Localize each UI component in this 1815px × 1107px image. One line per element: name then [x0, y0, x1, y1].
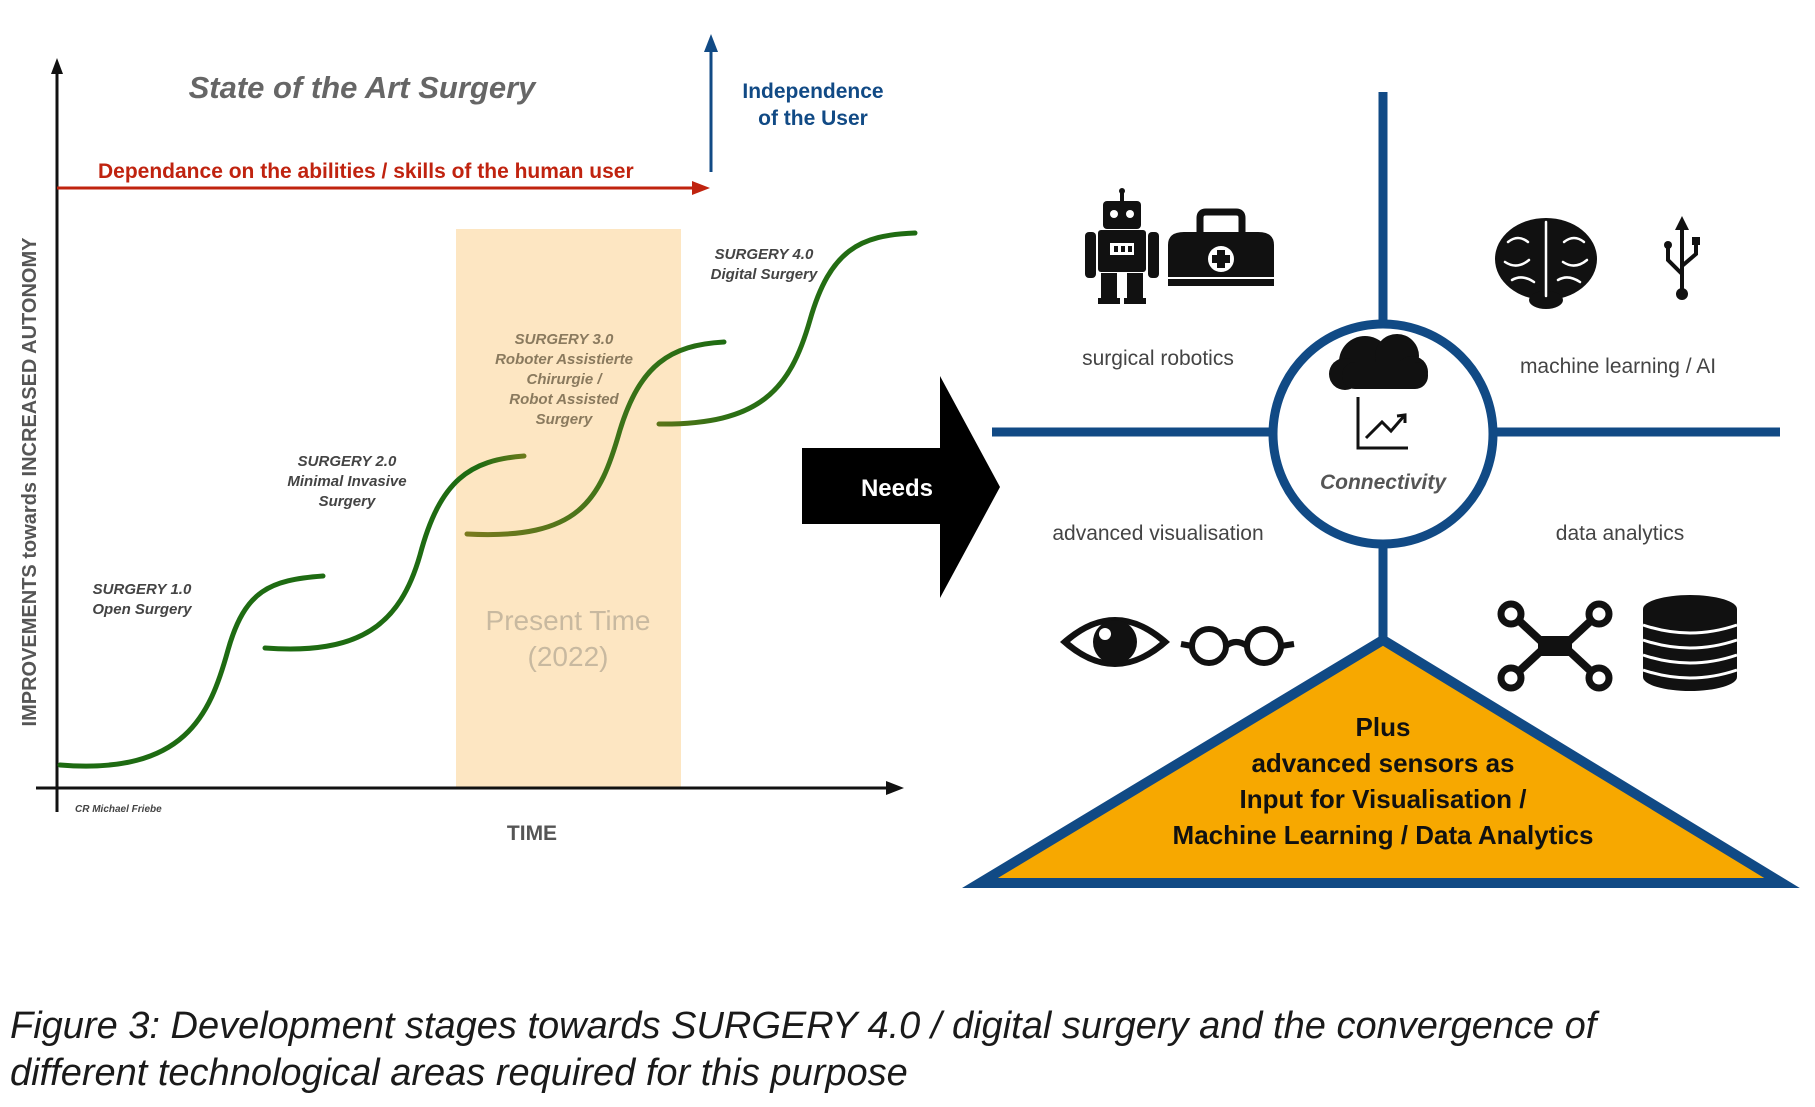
usb-icon [1664, 216, 1700, 300]
glasses-icon [1180, 626, 1295, 666]
stage-3-line-4: Robot Assisted [509, 391, 619, 408]
caption-line-2: different technological areas required f… [10, 1052, 908, 1094]
present-time-year: (2022) [528, 641, 609, 672]
stage-label-1: SURGERY 1.0 Open Surgery [92, 581, 192, 618]
stage-2-line-3: Surgery [319, 493, 376, 510]
x-axis-arrowhead [886, 781, 904, 795]
sensors-triangle [962, 634, 1800, 888]
present-time-band [456, 229, 681, 788]
brain-icon [1495, 218, 1597, 309]
quadrant-advanced-visualisation: advanced visualisation [1052, 522, 1263, 545]
chart-icon [1356, 397, 1408, 450]
needs-label: Needs [861, 475, 933, 502]
medical-bag-icon [1168, 208, 1274, 286]
dependence-arrow-label: Dependance on the abilities / skills of … [98, 160, 634, 183]
quadrant-machine-learning: machine learning / AI [1520, 355, 1716, 378]
triangle-line-1: Plus [1356, 712, 1411, 742]
stage-curve-2 [262, 453, 527, 652]
caption-line-1: Figure 3: Development stages towards SUR… [10, 1005, 1597, 1047]
stage-4-line-1: SURGERY 4.0 [715, 246, 814, 263]
triangle-text: Plus advanced sensors as Input for Visua… [1173, 712, 1594, 850]
present-time-label: Present Time [486, 605, 651, 636]
network-icon [1497, 600, 1613, 692]
database-icon [1642, 595, 1738, 691]
stage-curve-4 [656, 230, 918, 427]
triangle-line-4: Machine Learning / Data Analytics [1173, 820, 1594, 850]
hub-label: Connectivity [1320, 471, 1447, 494]
stage-3-line-1: SURGERY 3.0 [515, 331, 614, 348]
dependence-arrowhead [692, 181, 710, 195]
stage-label-3: SURGERY 3.0 Roboter Assistierte Chirurgi… [495, 331, 633, 428]
stage-1-line-2: Open Surgery [92, 601, 192, 618]
stage-label-4: SURGERY 4.0 Digital Surgery [711, 246, 818, 283]
stage-3-line-5: Surgery [536, 411, 593, 428]
quadrant-surgical-robotics: surgical robotics [1082, 347, 1234, 370]
quadrant-data-analytics: data analytics [1556, 522, 1684, 545]
eye-icon [1060, 617, 1170, 667]
figure-caption: Figure 3: Development stages towards SUR… [10, 1003, 1800, 1097]
stage-label-2: SURGERY 2.0 Minimal Invasive Surgery [287, 453, 406, 510]
y-axis-label: IMPROVEMENTS towards INCREASED AUTONOMY [19, 237, 41, 727]
independence-label-2: of the User [758, 107, 868, 130]
stage-3-line-2: Roboter Assistierte [495, 351, 633, 368]
robot-icon [1085, 188, 1159, 304]
cloud-icon [1329, 334, 1428, 390]
stage-1-line-1: SURGERY 1.0 [93, 581, 192, 598]
triangle-line-3: Input for Visualisation / [1240, 784, 1527, 814]
triangle-line-2: advanced sensors as [1251, 748, 1514, 778]
independence-arrowhead [704, 34, 718, 52]
y-axis-arrowhead [51, 58, 63, 74]
credit: CR Michael Friebe [75, 804, 162, 815]
stage-curve-1 [57, 573, 326, 769]
stage-2-line-1: SURGERY 2.0 [298, 453, 397, 470]
stage-4-line-2: Digital Surgery [711, 266, 818, 283]
needs-arrow [802, 376, 1000, 598]
independence-label-1: Independence [742, 80, 883, 103]
stage-2-line-2: Minimal Invasive [287, 473, 406, 490]
connectivity-hub [1268, 319, 1498, 549]
stage-3-line-3: Chirurgie / [526, 371, 603, 388]
x-axis-label: TIME [507, 822, 557, 845]
stage-curve-3 [464, 339, 727, 538]
left-panel-title: State of the Art Surgery [189, 70, 538, 105]
